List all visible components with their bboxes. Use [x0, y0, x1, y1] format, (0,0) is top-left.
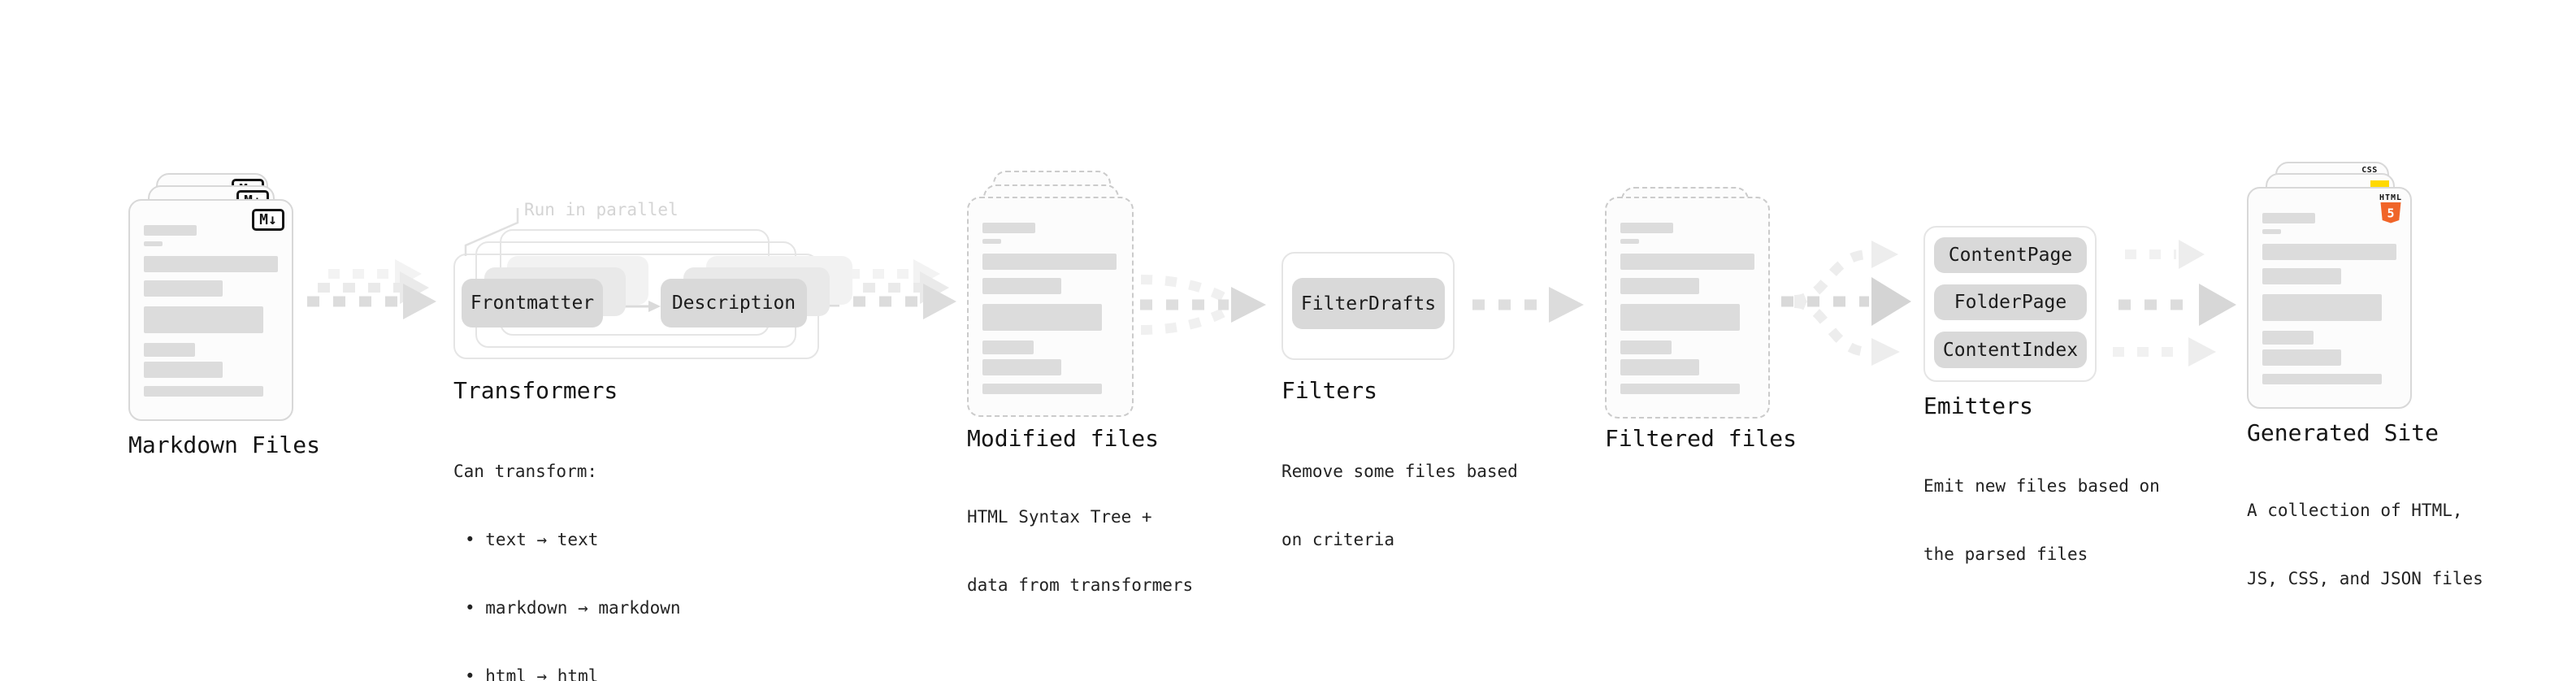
- html5-icon: HTML 5: [2379, 193, 2402, 227]
- stage-title-markdown-files: Markdown Files: [128, 432, 321, 458]
- markdown-icon: M↓: [252, 209, 284, 231]
- stage-title-transformers: Transformers: [453, 377, 618, 404]
- css-icon-label: CSS: [2361, 166, 2378, 175]
- skeleton-line: [1620, 223, 1673, 233]
- skeleton-line: [2262, 331, 2314, 345]
- transformers-description: Can transform: • text → text • markdown …: [453, 414, 681, 681]
- skeleton-line: [144, 280, 223, 297]
- run-in-parallel-label: Run in parallel: [524, 200, 679, 219]
- folderpage-button: FolderPage: [1934, 284, 2087, 320]
- arrow-modified-to-filters: [1140, 275, 1266, 335]
- skeleton-line: [144, 306, 263, 333]
- skeleton-line: [144, 256, 278, 272]
- skeleton-line: [982, 384, 1102, 394]
- generated-desc-line: JS, CSS, and JSON files: [2247, 569, 2483, 588]
- transformers-bullet: • text → text: [465, 530, 599, 549]
- emitters-desc-line: Emit new files based on: [1923, 476, 2160, 496]
- transformers-bullet: • markdown → markdown: [465, 598, 681, 618]
- html5-icon-label: HTML: [2379, 193, 2403, 202]
- skeleton-line: [982, 359, 1061, 375]
- skeleton-line: [2262, 229, 2281, 234]
- skeleton-line: [2262, 213, 2315, 223]
- skeleton-line: [2262, 349, 2341, 366]
- description-button: Description: [661, 279, 807, 327]
- generated-file-card-front: HTML 5: [2247, 187, 2412, 409]
- skeleton-line: [2262, 268, 2341, 284]
- emitters-description: Emit new files based on the parsed files: [1923, 429, 2160, 611]
- generated-site-description: A collection of HTML, JS, CSS, and JSON …: [2247, 453, 2483, 635]
- modified-files-description: HTML Syntax Tree + data from transformer…: [967, 460, 1193, 642]
- filters-desc-line: on criteria: [1281, 530, 1395, 549]
- emitters-box: [1923, 226, 2097, 382]
- skeleton-line: [1620, 304, 1740, 331]
- skeleton-line: [144, 241, 163, 246]
- js-icon: [2370, 180, 2389, 189]
- skeleton-line: [1620, 340, 1672, 354]
- frontmatter-button: Frontmatter: [462, 279, 603, 327]
- filterdrafts-button: FilterDrafts: [1292, 278, 1445, 329]
- html5-shield: 5: [2380, 202, 2401, 223]
- filters-desc-line: Remove some files based: [1281, 462, 1518, 481]
- filters-box: [1281, 252, 1455, 360]
- filtered-file-card-front: [1605, 197, 1770, 419]
- skeleton-line: [982, 254, 1117, 270]
- filters-description: Remove some files based on criteria: [1281, 414, 1518, 596]
- markdown-file-card-front: M↓: [128, 199, 293, 421]
- skeleton-line: [144, 225, 197, 236]
- skeleton-line: [1620, 359, 1699, 375]
- skeleton-line: [144, 386, 263, 397]
- modified-desc-line: HTML Syntax Tree +: [967, 507, 1152, 527]
- generated-desc-line: A collection of HTML,: [2247, 501, 2463, 520]
- skeleton-line: [2262, 294, 2382, 321]
- skeleton-line: [1620, 278, 1699, 294]
- stage-title-emitters: Emitters: [1923, 393, 2033, 419]
- transformers-desc-heading: Can transform:: [453, 462, 598, 481]
- stage-title-filtered-files: Filtered files: [1605, 425, 1798, 452]
- stage-title-filters: Filters: [1281, 377, 1378, 404]
- skeleton-line: [982, 304, 1102, 331]
- contentindex-button: ContentIndex: [1934, 332, 2087, 368]
- arrow-emitters-to-generated: [2113, 240, 2236, 367]
- modified-desc-line: data from transformers: [967, 575, 1194, 595]
- skeleton-line: [982, 278, 1061, 294]
- skeleton-line: [1620, 384, 1740, 394]
- skeleton-line: [144, 343, 195, 357]
- skeleton-line: [2262, 374, 2382, 384]
- skeleton-line: [1620, 254, 1754, 270]
- skeleton-line: [982, 223, 1035, 233]
- arrow-filters-to-filtered: [1472, 287, 1584, 323]
- emitters-desc-line: the parsed files: [1923, 544, 2088, 564]
- skeleton-line: [982, 239, 1001, 244]
- skeleton-line: [1620, 239, 1639, 244]
- skeleton-line: [144, 362, 223, 378]
- arrow-markdown-to-transformers: [307, 259, 436, 319]
- arrow-filtered-to-emitters: [1781, 241, 1911, 366]
- html5-icon-number: 5: [2387, 206, 2394, 221]
- stage-title-generated-site: Generated Site: [2247, 419, 2439, 446]
- transformers-bullet: • html → html: [465, 666, 599, 681]
- stage-title-modified-files: Modified files: [967, 425, 1160, 452]
- contentpage-button: ContentPage: [1934, 237, 2087, 273]
- skeleton-line: [982, 340, 1034, 354]
- modified-file-card-front: [967, 197, 1134, 417]
- skeleton-line: [2262, 244, 2396, 260]
